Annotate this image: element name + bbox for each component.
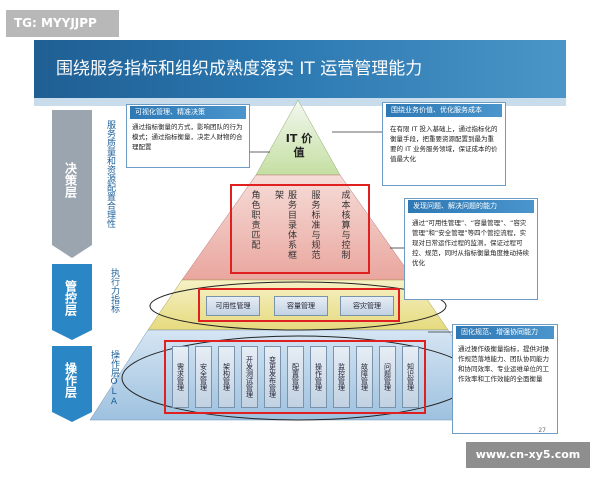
callout-body: 在有限 IT 投入基础上，通过指标化的衡量手段，把重要资源配置到最为重要的 IT… [390,125,498,163]
callout-body: 通过操作级衡量指标，提供对操作规范落地能力、团队协同能力和协同效率、专业运维单位… [458,345,549,383]
slide-title: 围绕服务指标和组织成熟度落实 IT 运营管理能力 [56,59,423,79]
callout-heading: 发现问题、解决问题的能力 [408,200,534,213]
decision-layer-block [52,110,92,258]
control-layer-block [52,264,92,340]
operation-item[interactable]: 操作管理 [310,346,327,408]
title-bar-stripe [34,98,566,106]
callout-body: 通过指标衡量的方式，影响团队的行为模式；通过指标衡量，决定人财物的合理配置 [132,123,243,151]
page-number: 27 [538,427,546,434]
operation-item[interactable]: 开发测试管理 [241,346,258,408]
control-layer-caption: 执行力指标 [109,268,119,313]
operation-item[interactable]: 配置管理 [287,346,304,408]
callout-heading: 围绕业务价值、优化服务成本 [386,104,502,117]
title-bar [34,40,566,98]
operation-item[interactable]: 知识管理 [402,346,419,408]
control-layer-label: 管控层 [63,280,78,316]
operation-item[interactable]: 故障管理 [356,346,373,408]
operation-item[interactable]: 需求管理 [172,346,189,408]
slide: 围绕服务指标和组织成熟度落实 IT 运营管理能力 [34,40,566,440]
callout-control [404,198,538,300]
strategy-cell: 服务标准与规范 [309,190,320,260]
operation-highlight-box [164,340,426,414]
control-highlight-box [198,288,400,322]
operation-layer-label: 操作层 [63,362,78,398]
operation-item[interactable]: 变更发布管理 [264,346,281,408]
operation-layer-caption: 操作层OLA [109,350,119,407]
strategy-cell: 角色职责匹配 [249,190,260,250]
watermark-bottom: www.cn-xy5.com [466,442,590,468]
callout-body: 通过“可用性管理”、“容量管理”、“容灾管理”和“安全管理”等四个管控流程，实现… [412,219,529,267]
watermark-top: TG: MYYJJPP [6,10,119,37]
strategy-cell: 成本核算与控制 [339,190,350,260]
strategy-highlight-box [230,184,370,274]
strategy-cell: 服务目录体系框架 [273,190,296,260]
control-item[interactable]: 容量管理 [274,296,328,316]
control-item[interactable]: 容灾管理 [340,296,394,316]
callout-operation [452,324,558,434]
operation-item[interactable]: 安全管理 [195,346,212,408]
operation-item[interactable]: 监控管理 [333,346,350,408]
callout-heading: 可视化管理、精准决策 [130,106,246,119]
control-ellipse [149,281,447,331]
operation-item[interactable]: 问题管理 [379,346,396,408]
decision-layer-label: 决策层 [63,162,78,198]
decision-layer-caption: 服务质量和资源配置合理性 [105,120,115,228]
pyramid-top-label: IT 价值 [285,132,313,159]
operation-layer-block [52,346,92,422]
callout-heading: 固化规范、增强协同能力 [456,326,554,339]
operation-item[interactable]: 架构管理 [218,346,235,408]
control-item[interactable]: 可用性管理 [206,296,260,316]
